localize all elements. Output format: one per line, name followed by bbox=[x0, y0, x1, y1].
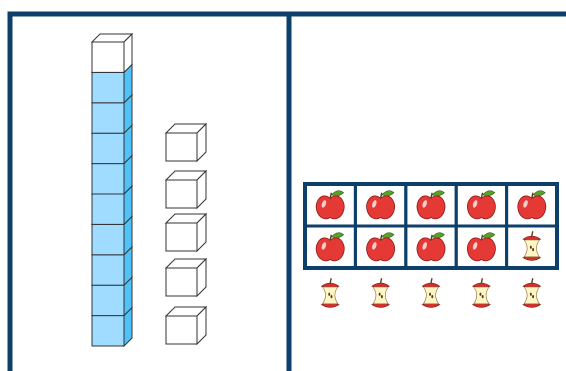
apple-icon bbox=[466, 232, 496, 262]
single-cubes-column bbox=[164, 122, 208, 346]
apple-core-icon bbox=[371, 278, 391, 308]
stack-cube-empty bbox=[90, 32, 134, 74]
single-cube bbox=[164, 305, 208, 346]
apple-core-icon bbox=[471, 278, 491, 308]
loose-apple-cores-row bbox=[320, 278, 542, 308]
apple-icon bbox=[517, 190, 547, 220]
single-cube bbox=[164, 257, 208, 298]
apple-icon bbox=[366, 232, 396, 262]
frame-border bbox=[7, 11, 566, 371]
apple-icon bbox=[366, 190, 396, 220]
ten-cube-stack bbox=[90, 32, 134, 348]
single-cube bbox=[164, 122, 208, 163]
ten-frame-cell bbox=[454, 224, 509, 270]
apple-icon bbox=[416, 232, 446, 262]
apple-core-icon bbox=[522, 278, 542, 308]
single-cube bbox=[164, 212, 208, 253]
apple-icon bbox=[315, 190, 345, 220]
apple-core-icon bbox=[522, 231, 542, 261]
right-panel bbox=[303, 182, 559, 308]
apple-core-icon bbox=[320, 278, 340, 308]
outer-frame bbox=[7, 11, 566, 371]
stack-cube-filled bbox=[90, 63, 134, 105]
ten-frame-cell bbox=[505, 224, 559, 270]
single-cube bbox=[164, 169, 208, 210]
ten-frame-cell bbox=[404, 224, 458, 270]
apple-icon bbox=[466, 190, 496, 220]
apple-core-icon bbox=[421, 278, 441, 308]
ten-frame bbox=[303, 182, 559, 270]
left-panel bbox=[90, 32, 208, 348]
apple-icon bbox=[315, 232, 345, 262]
apple-icon bbox=[416, 190, 446, 220]
